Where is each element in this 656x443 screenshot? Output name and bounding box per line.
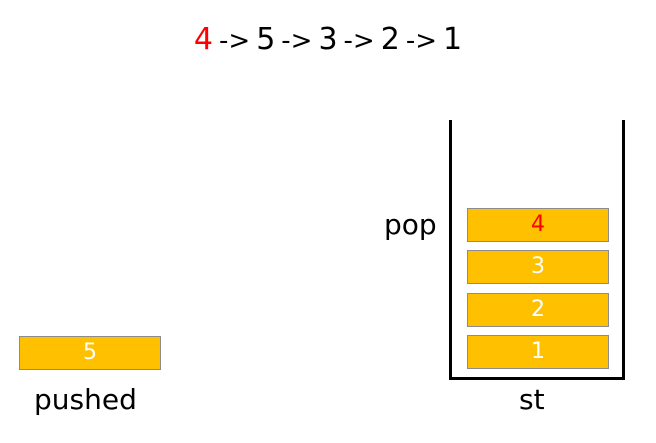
sequence-item: 1 bbox=[442, 22, 463, 57]
sequence-row: 4->5->3->2->1 bbox=[0, 22, 656, 57]
stack-item: 1 bbox=[467, 335, 609, 369]
sequence-arrow: -> bbox=[405, 26, 437, 56]
stack-label: st bbox=[519, 383, 545, 416]
stack-item: 3 bbox=[467, 250, 609, 284]
sequence-arrow: -> bbox=[343, 26, 375, 56]
sequence-item: 3 bbox=[318, 22, 338, 57]
sequence-item: 4 bbox=[193, 22, 214, 57]
sequence-item: 5 bbox=[256, 22, 276, 57]
pop-label: pop bbox=[384, 208, 437, 241]
stack-bottom-wall bbox=[449, 377, 625, 380]
sequence-item: 2 bbox=[380, 22, 400, 57]
pushed-block: 5 bbox=[19, 336, 161, 370]
stack-right-wall bbox=[622, 120, 625, 380]
sequence-arrow: -> bbox=[219, 26, 251, 56]
stack-item: 4 bbox=[467, 208, 609, 242]
sequence-arrow: -> bbox=[281, 26, 313, 56]
pushed-label: pushed bbox=[34, 383, 137, 416]
stack-item: 2 bbox=[467, 293, 609, 327]
stack-left-wall bbox=[449, 120, 452, 380]
